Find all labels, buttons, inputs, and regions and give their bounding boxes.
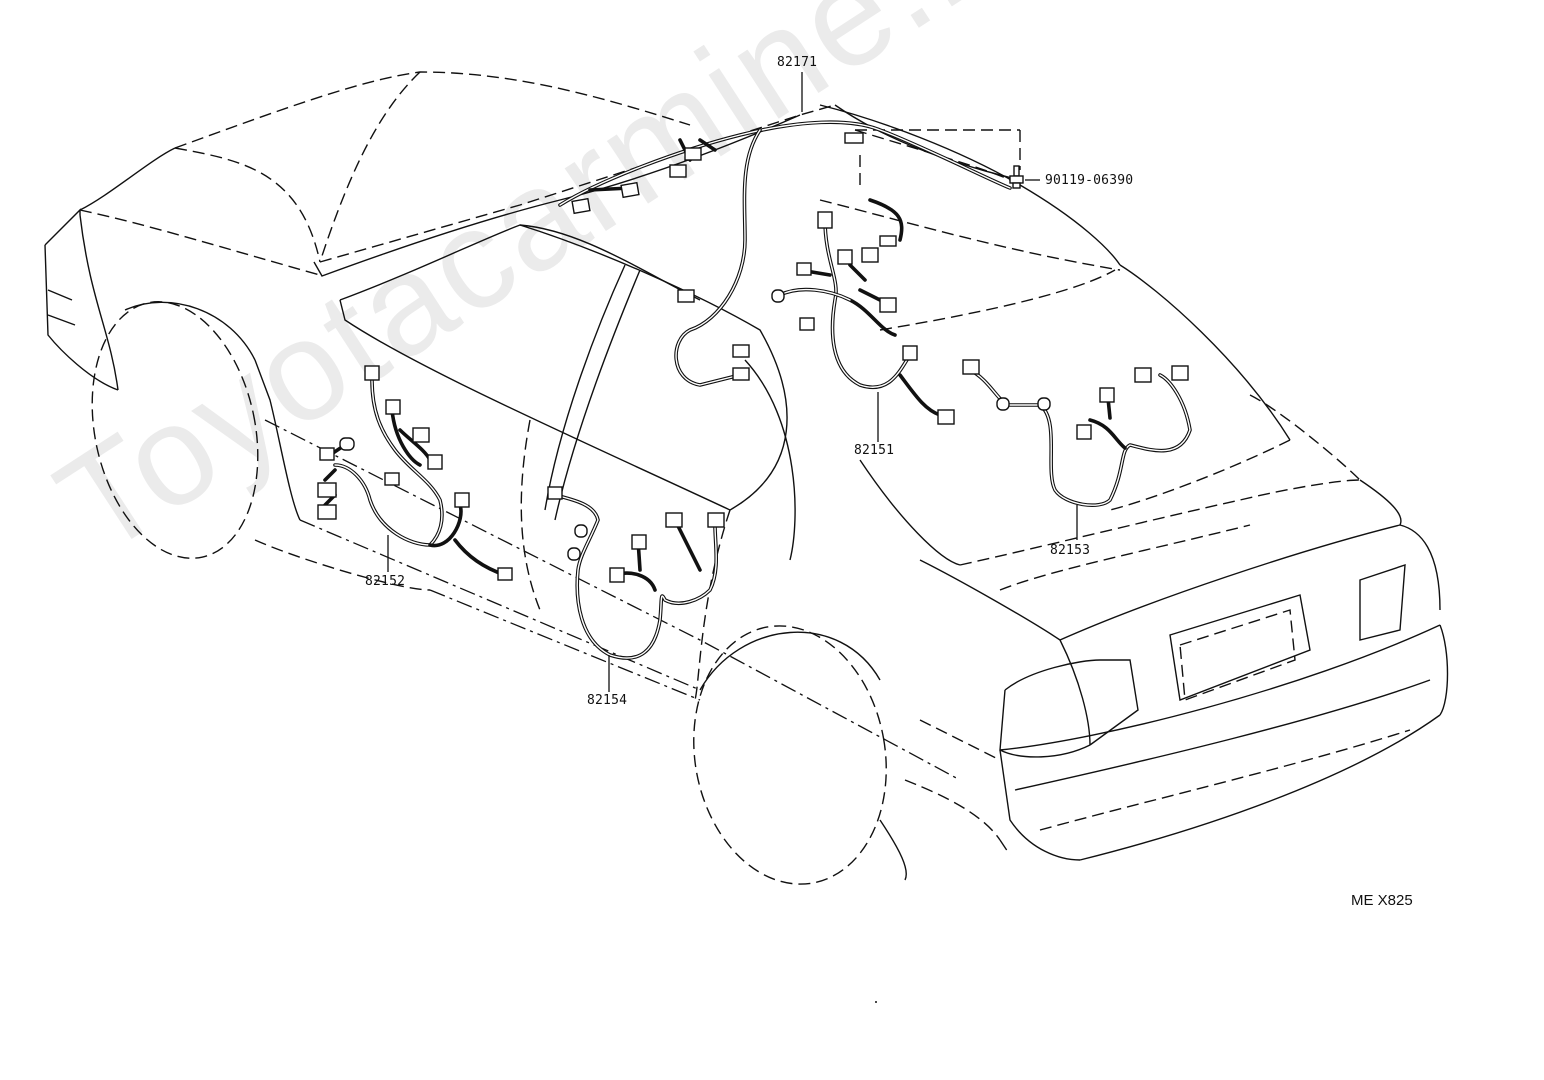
car-body-outline [44, 71, 1449, 885]
rear-right-wire-harness [771, 211, 955, 442]
roof-wire-harness [558, 120, 1012, 387]
trunk-wire-harness [962, 359, 1192, 540]
label-bolt: 90119-06390 [1045, 173, 1134, 188]
label-trunk-harness: 82153 [1050, 543, 1091, 558]
bolt-part [1009, 165, 1040, 189]
right-rear-door-wire-harness [547, 486, 725, 692]
label-roof-harness: 82171 [777, 55, 818, 70]
stray-dot [875, 1001, 877, 1003]
left-rear-door-wire-harness [317, 365, 513, 581]
label-left-rear-door: 82152 [365, 574, 406, 589]
label-rear-harness-right: 82151 [854, 443, 895, 458]
figure-code: ME X825 [1351, 892, 1413, 909]
label-right-rear-door: 82154 [587, 693, 628, 708]
